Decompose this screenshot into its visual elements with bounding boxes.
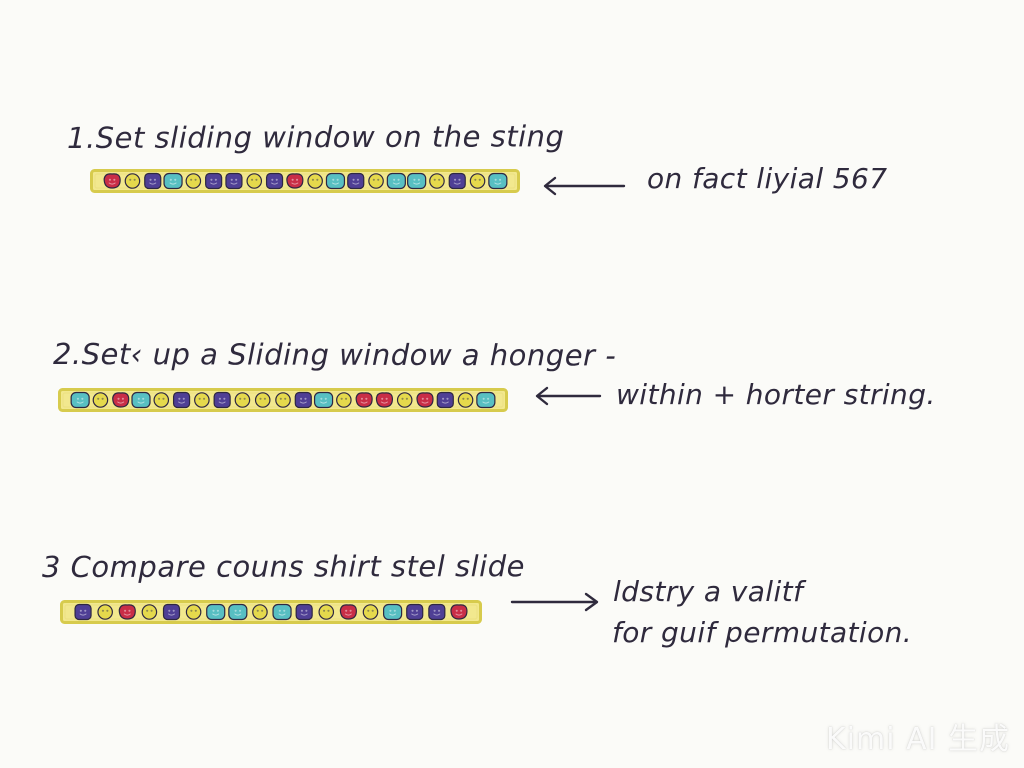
step-3-bead-3 [118,604,136,620]
step-3-bead-5 [162,603,181,621]
step-1-arrow [543,176,626,196]
step-2-bead-14 [336,392,352,408]
step-1-bead-8 [246,173,263,189]
step-1-bead-17 [429,173,445,189]
step-2-note: within + horter string. [616,378,936,411]
step-1-bead-4 [163,172,183,190]
step-1-bead-2 [124,173,141,189]
step-3-strip-inner-frame [64,604,478,620]
step-2-bead-20 [457,392,474,408]
step-3-strip-svg [60,600,482,624]
step-3-bead-18 [450,604,468,620]
step-1-bead-strip [90,166,520,196]
step-1-note: on fact liyial 567 [647,162,888,195]
step-3-bead-14 [362,604,379,620]
step-2-bead-18 [416,392,434,408]
step-2-bead-4 [131,391,151,409]
step-3-bead-strip [60,597,482,627]
step-2-bead-12 [294,391,312,409]
step-3-bead-8 [228,603,248,621]
step-3-bead-9 [252,604,268,620]
step-1-bead-11 [307,173,323,189]
step-1-title: 1.Set sliding window on the sting [66,119,565,155]
step-2-bead-19 [436,391,454,409]
step-3-note-line-2: for guif permutation. [612,616,913,649]
step-3-bead-17 [428,603,446,621]
step-2-bead-6 [172,391,191,409]
step-1-bead-9 [265,172,284,190]
step-2-bead-3 [112,392,130,408]
step-1-strip-inner-frame [94,173,516,189]
step-1-bead-20 [488,172,508,190]
step-1-bead-6 [205,172,223,190]
step-1-bead-18 [448,172,466,190]
step-2-bead-9 [234,392,251,408]
step-2-bead-16 [375,392,394,408]
step-1-bead-12 [325,172,346,190]
step-1-bead-14 [368,173,384,189]
step-2-bead-17 [396,392,413,408]
step-2-bead-5 [153,392,170,408]
step-2-bead-13 [313,391,334,409]
step-1-bead-3 [144,172,162,190]
step-2-bead-10 [254,392,271,408]
step-2-bead-7 [194,392,210,408]
step-3-bead-16 [406,603,424,621]
step-2-arrow [535,386,602,406]
step-1-bead-19 [469,173,486,189]
step-3-arrow [510,592,599,612]
step-3-note-line-1: ldstry a valitf [613,575,804,608]
step-1-bead-1 [103,173,121,189]
step-3-bead-15 [383,603,403,621]
step-3-bead-2 [97,604,113,620]
step-2-title: 2.Set‹ up a Sliding window a honger - [52,337,617,373]
step-3-bead-13 [339,604,357,620]
step-1-bead-16 [407,172,427,190]
step-3-bead-1 [74,603,92,621]
step-1-bead-13 [347,172,365,190]
step-2-bead-2 [92,392,109,408]
step-2-strip-svg [58,388,508,412]
watermark: Kimi AI 生成 [825,722,1010,757]
step-2-bead-11 [275,392,291,408]
step-3-bead-11 [295,603,313,621]
step-3-bead-7 [206,603,226,621]
step-1-bead-5 [185,173,202,189]
step-2-bead-8 [213,391,231,409]
step-3-bead-4 [141,604,158,620]
step-2-bead-21 [476,391,496,409]
step-3-title: 3 Compare couns shirt stel slide [41,549,526,584]
step-1-bead-15 [386,172,406,190]
step-1-bead-7 [225,172,243,190]
step-2-bead-strip [58,385,508,415]
step-3-bead-12 [318,604,335,620]
step-3-bead-10 [272,603,292,621]
step-1-bead-10 [286,173,304,189]
step-1-strip-svg [90,169,520,193]
step-2-bead-1 [70,391,90,409]
step-3-bead-6 [185,604,202,620]
step-2-bead-15 [355,392,373,408]
